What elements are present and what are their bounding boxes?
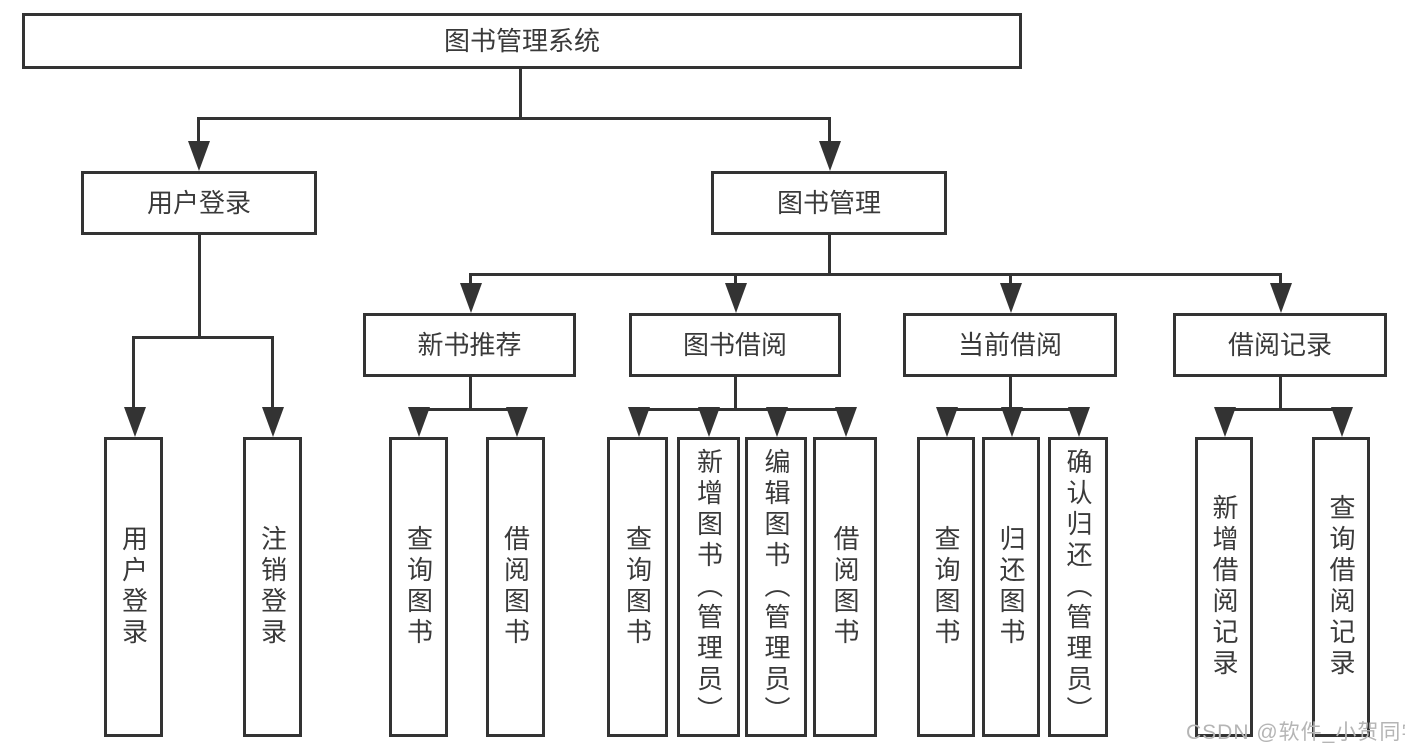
arrowhead — [698, 407, 720, 437]
edge-root-drop-left — [197, 117, 200, 147]
edge-book-mgmt-drop4 — [1279, 273, 1282, 287]
node-user-login: 用户登录 — [81, 171, 317, 235]
edge-records-bar — [1222, 408, 1344, 411]
edge-user-login-stem — [198, 235, 201, 339]
edge-book-borrow-stem — [734, 377, 737, 411]
arrowhead — [725, 283, 747, 313]
node-borrow-records: 借阅记录 — [1173, 313, 1387, 377]
leaf-query-books-recommend: 查询图书 — [389, 437, 448, 737]
leaf-query-books-borrowing: 查询图书 — [607, 437, 668, 737]
arrowhead — [506, 407, 528, 437]
node-library-management-system: 图书管理系统 — [22, 13, 1022, 69]
arrowhead — [1000, 283, 1022, 313]
leaf-add-books-admin: 新增图书（管理员） — [677, 437, 740, 737]
node-book-borrowing: 图书借阅 — [629, 313, 841, 377]
leaf-add-borrow-record: 新增借阅记录 — [1195, 437, 1253, 737]
arrowhead — [460, 283, 482, 313]
arrowhead — [262, 407, 284, 437]
arrowhead — [1331, 407, 1353, 437]
arrowhead — [1001, 407, 1023, 437]
edge-root-bar — [197, 117, 831, 120]
node-book-management: 图书管理 — [711, 171, 947, 235]
arrowhead — [1214, 407, 1236, 437]
edge-book-mgmt-stem — [828, 235, 831, 276]
arrowhead — [408, 407, 430, 437]
edge-user-login-drop1 — [132, 336, 135, 411]
arrowhead — [766, 407, 788, 437]
csdn-watermark: CSDN @软件_小贺同学 — [1186, 721, 1405, 744]
edge-book-mgmt-drop2 — [734, 273, 737, 287]
edge-user-login-bar — [132, 336, 274, 339]
arrowhead — [628, 407, 650, 437]
edge-records-stem — [1279, 377, 1282, 411]
edge-user-login-drop2 — [271, 336, 274, 411]
node-current-borrowing: 当前借阅 — [903, 313, 1117, 377]
edge-current-borrow-stem — [1009, 377, 1012, 411]
arrowhead — [1068, 407, 1090, 437]
edge-root-stem — [519, 69, 522, 118]
arrowhead — [1270, 283, 1292, 313]
leaf-confirm-return-admin: 确认归还（管理员） — [1048, 437, 1108, 737]
leaf-query-books-current: 查询图书 — [917, 437, 975, 737]
leaf-user-login: 用户登录 — [104, 437, 163, 737]
edge-root-drop-right — [828, 117, 831, 147]
leaf-borrow-books-recommend: 借阅图书 — [486, 437, 545, 737]
arrowhead — [936, 407, 958, 437]
edge-book-mgmt-bar — [469, 273, 1282, 276]
leaf-edit-books-admin: 编辑图书（管理员） — [745, 437, 807, 737]
edge-book-mgmt-drop1 — [469, 273, 472, 287]
arrowhead — [819, 141, 841, 171]
leaf-query-borrow-record: 查询借阅记录 — [1312, 437, 1370, 737]
leaf-logout: 注销登录 — [243, 437, 302, 737]
arrowhead — [188, 141, 210, 171]
edge-book-mgmt-drop3 — [1009, 273, 1012, 287]
edge-new-book-bar — [417, 408, 518, 411]
arrowhead — [124, 407, 146, 437]
leaf-return-books: 归还图书 — [982, 437, 1040, 737]
edge-new-book-stem — [469, 377, 472, 411]
node-new-book-recommend: 新书推荐 — [363, 313, 576, 377]
arrowhead — [835, 407, 857, 437]
leaf-borrow-books: 借阅图书 — [813, 437, 877, 737]
edge-book-borrow-bar — [636, 408, 847, 411]
